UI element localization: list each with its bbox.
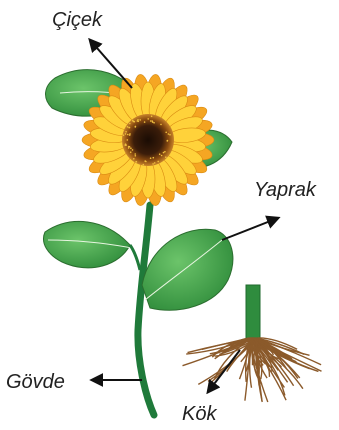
seed-dot (150, 120, 152, 122)
label-flower: Çiçek (52, 9, 103, 31)
seed-dot (143, 164, 145, 166)
seed-dot (165, 156, 167, 158)
arrow-leaf (222, 218, 278, 240)
seed-dot (153, 122, 155, 124)
seed-dot (127, 126, 129, 128)
seed-dot (130, 151, 132, 153)
seed-dot (125, 143, 127, 145)
seed-dot (147, 118, 149, 120)
seed-dot (150, 157, 152, 159)
seed-dot (135, 126, 137, 128)
lower-leaf-left (44, 221, 140, 270)
seed-dot (129, 133, 131, 135)
seed-dot (144, 121, 146, 123)
seed-dot (161, 155, 163, 157)
seed-dot (136, 161, 138, 163)
seed-dot (133, 158, 135, 160)
label-leaf: Yaprak (254, 179, 317, 201)
seed-dot (168, 133, 170, 135)
label-stem: Gövde (6, 371, 65, 393)
seed-dot (165, 132, 167, 134)
seed-dot (159, 153, 161, 155)
seed-dot (132, 149, 134, 151)
seed-dot (144, 160, 146, 162)
seed-dot (139, 119, 141, 121)
seed-dot (160, 124, 162, 126)
seed-dot (151, 120, 153, 122)
seed-dot (128, 147, 130, 149)
seed-dot (128, 146, 130, 148)
seed-dot (123, 134, 125, 136)
seed-dot (127, 134, 129, 136)
seed-dot (167, 140, 169, 142)
seed-dot (163, 152, 165, 154)
seed-dot (127, 139, 129, 141)
seed-dot (135, 155, 137, 157)
seed-dot (151, 116, 153, 118)
seed-dot (152, 163, 154, 165)
seed-dot (130, 147, 132, 149)
seed-dot (125, 133, 127, 135)
seed-dot (157, 161, 159, 163)
seed-dot (125, 131, 127, 133)
seed-dot (129, 123, 131, 125)
seed-dot (137, 120, 139, 122)
flower-center (122, 114, 174, 166)
seed-dot (134, 153, 136, 155)
lower-leaf-right (142, 229, 233, 310)
seed-dot (133, 121, 135, 123)
seed-dot (129, 127, 131, 129)
seed-dot (153, 157, 155, 159)
seed-dot (154, 162, 156, 164)
seed-dot (169, 134, 171, 136)
seed-dot (164, 151, 166, 153)
stem (138, 205, 154, 415)
label-root: Kök (182, 403, 217, 425)
